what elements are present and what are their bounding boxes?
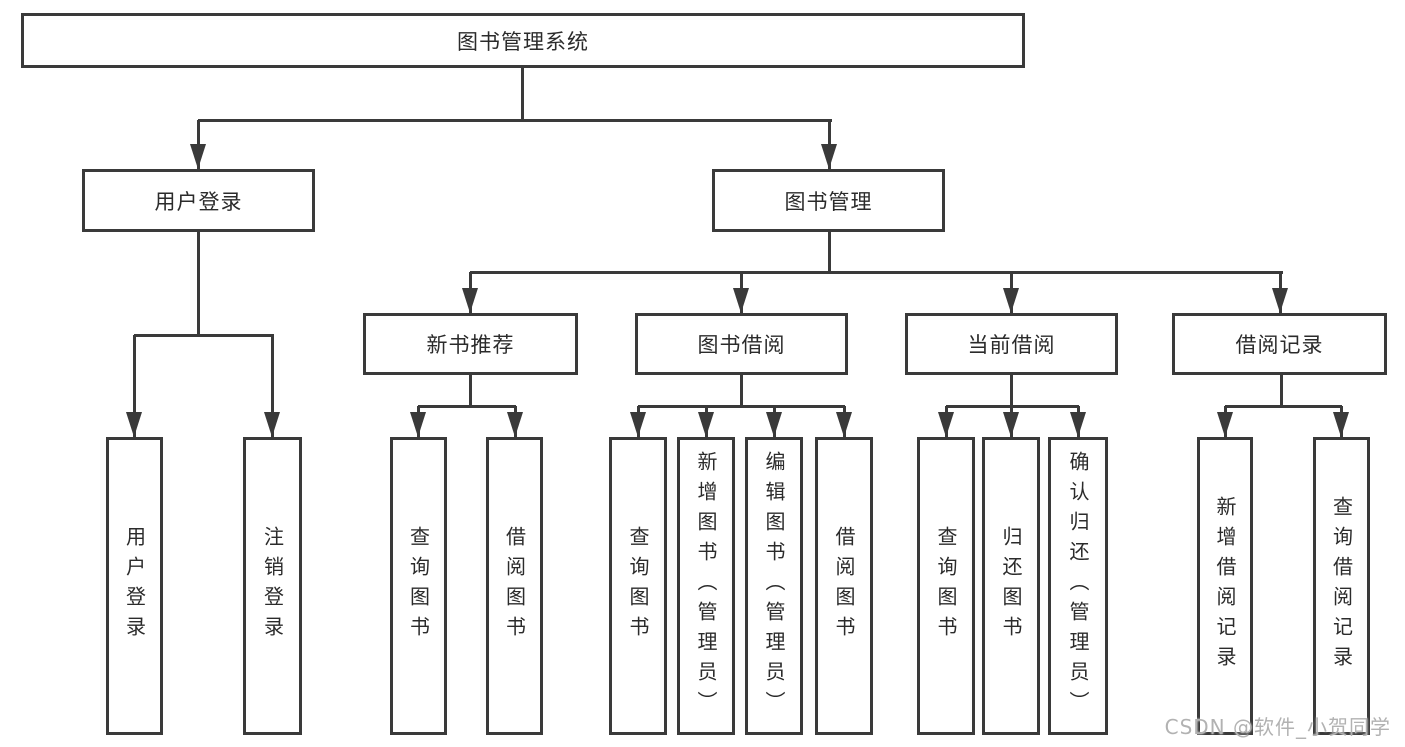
node-label: 借阅图书 <box>502 526 527 646</box>
arrowhead-down-icon <box>766 412 782 437</box>
node-book-management: 图书管理 <box>712 169 945 232</box>
connector-line-horizontal <box>946 404 1079 408</box>
connector-line-vertical <box>196 232 200 335</box>
connector-line-horizontal <box>134 333 274 337</box>
node-label: 借阅记录 <box>1235 333 1324 357</box>
arrowhead-down-icon <box>126 412 142 437</box>
node-leaf-return-book: 归还图书 <box>982 437 1040 735</box>
node-leaf-query-borrow-record: 查询借阅记录 <box>1313 437 1370 735</box>
node-leaf-query-book-3: 查询图书 <box>917 437 975 735</box>
arrowhead-down-icon <box>1333 412 1349 437</box>
node-label: 查询图书 <box>406 526 431 646</box>
connector-line-vertical <box>739 375 743 407</box>
node-system-root: 图书管理系统 <box>21 13 1025 68</box>
connector-line-vertical <box>827 232 831 272</box>
node-label: 查询借阅记录 <box>1329 496 1354 676</box>
arrowhead-down-icon <box>1070 412 1086 437</box>
node-label: 图书管理系统 <box>457 29 589 54</box>
node-new-book-recommend: 新书推荐 <box>363 313 578 375</box>
node-label: 借阅图书 <box>832 526 856 646</box>
node-current-borrowing: 当前借阅 <box>905 313 1118 375</box>
node-label: 图书借阅 <box>697 333 786 357</box>
node-leaf-user-login: 用户登录 <box>106 437 163 735</box>
node-leaf-query-book-1: 查询图书 <box>390 437 447 735</box>
arrowhead-down-icon <box>264 412 280 437</box>
node-label: 新增图书（管理员） <box>694 451 718 721</box>
arrowhead-down-icon <box>630 412 646 437</box>
node-book-borrowing: 图书借阅 <box>635 313 848 375</box>
connector-line-vertical <box>132 335 136 437</box>
arrowhead-down-icon <box>836 412 852 437</box>
node-leaf-edit-book-admin: 编辑图书（管理员） <box>745 437 803 735</box>
arrowhead-down-icon <box>462 288 478 313</box>
node-label: 确认归还（管理员） <box>1066 451 1090 721</box>
node-label: 归还图书 <box>999 526 1023 646</box>
node-label: 查询图书 <box>626 526 650 646</box>
arrowhead-down-icon <box>698 412 714 437</box>
connector-line-vertical <box>520 68 524 122</box>
node-label: 注销登录 <box>260 526 285 646</box>
arrowhead-down-icon <box>1003 412 1019 437</box>
arrowhead-down-icon <box>1217 412 1233 437</box>
node-user-login: 用户登录 <box>82 169 315 232</box>
arrowhead-down-icon <box>938 412 954 437</box>
arrowhead-down-icon <box>410 412 426 437</box>
connector-line-horizontal <box>1225 404 1342 408</box>
connector-line-vertical <box>270 335 274 437</box>
arrowhead-down-icon <box>733 288 749 313</box>
node-label: 查询图书 <box>934 526 958 646</box>
node-label: 图书管理 <box>784 189 873 214</box>
node-borrowing-records: 借阅记录 <box>1172 313 1387 375</box>
arrowhead-down-icon <box>1003 288 1019 313</box>
connector-line-horizontal <box>198 118 832 122</box>
connector-line-vertical <box>1009 375 1013 407</box>
node-leaf-confirm-return-admin: 确认归还（管理员） <box>1048 437 1108 735</box>
node-label: 用户登录 <box>122 526 147 646</box>
connector-line-horizontal <box>418 404 516 408</box>
arrowhead-down-icon <box>821 144 837 169</box>
node-leaf-logout: 注销登录 <box>243 437 302 735</box>
connector-line-vertical <box>1279 375 1283 407</box>
node-label: 当前借阅 <box>967 333 1056 357</box>
node-leaf-query-book-2: 查询图书 <box>609 437 667 735</box>
connector-line-vertical <box>468 375 472 407</box>
arrowhead-down-icon <box>190 144 206 169</box>
node-label: 新书推荐 <box>426 333 515 357</box>
connector-line-horizontal <box>638 404 845 408</box>
arrowhead-down-icon <box>1272 288 1288 313</box>
csdn-watermark: CSDN @软件_小贺同学 <box>1164 715 1391 739</box>
node-leaf-borrow-book-1: 借阅图书 <box>486 437 543 735</box>
node-label: 用户登录 <box>154 189 243 214</box>
node-label: 编辑图书（管理员） <box>762 451 786 721</box>
node-leaf-add-borrow-record: 新增借阅记录 <box>1197 437 1253 735</box>
connector-line-horizontal <box>470 270 1283 274</box>
node-label: 新增借阅记录 <box>1213 496 1237 676</box>
node-leaf-add-book-admin: 新增图书（管理员） <box>677 437 735 735</box>
node-leaf-borrow-book-2: 借阅图书 <box>815 437 873 735</box>
arrowhead-down-icon <box>507 412 523 437</box>
